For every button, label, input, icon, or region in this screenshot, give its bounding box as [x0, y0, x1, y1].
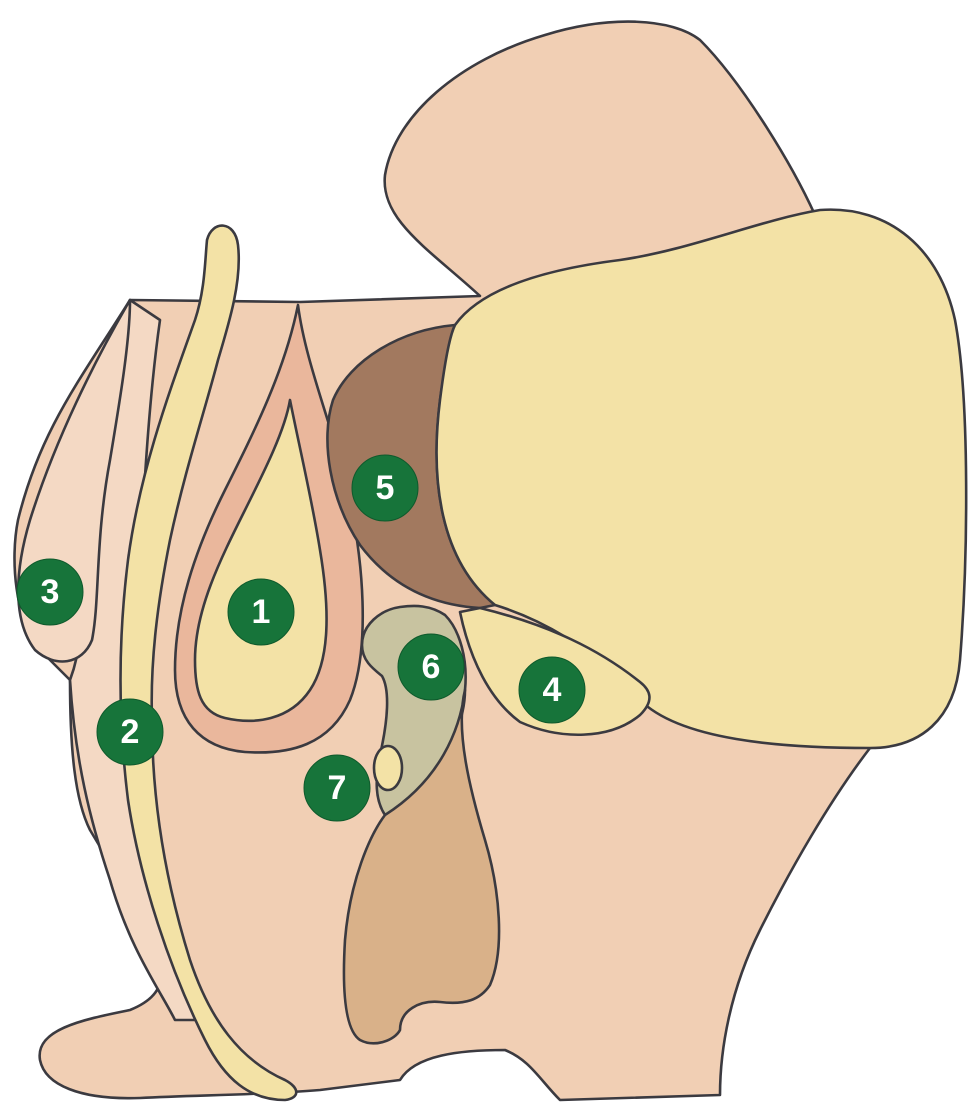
marker-2: 2 — [97, 699, 163, 765]
marker-5-label: 5 — [376, 469, 395, 507]
marker-5: 5 — [352, 455, 418, 521]
marker-3: 3 — [17, 559, 83, 625]
marker-1-label: 1 — [252, 593, 271, 631]
marker-4: 4 — [519, 657, 585, 723]
marker-7-label: 7 — [328, 769, 347, 807]
marker-6: 6 — [398, 634, 464, 700]
marker-2-label: 2 — [121, 713, 140, 751]
marker-7: 7 — [304, 755, 370, 821]
marker-4-label: 4 — [543, 671, 562, 709]
organ-7-nodule — [374, 746, 402, 790]
marker-3-label: 3 — [41, 573, 60, 611]
marker-1: 1 — [228, 579, 294, 645]
marker-6-label: 6 — [422, 648, 441, 686]
